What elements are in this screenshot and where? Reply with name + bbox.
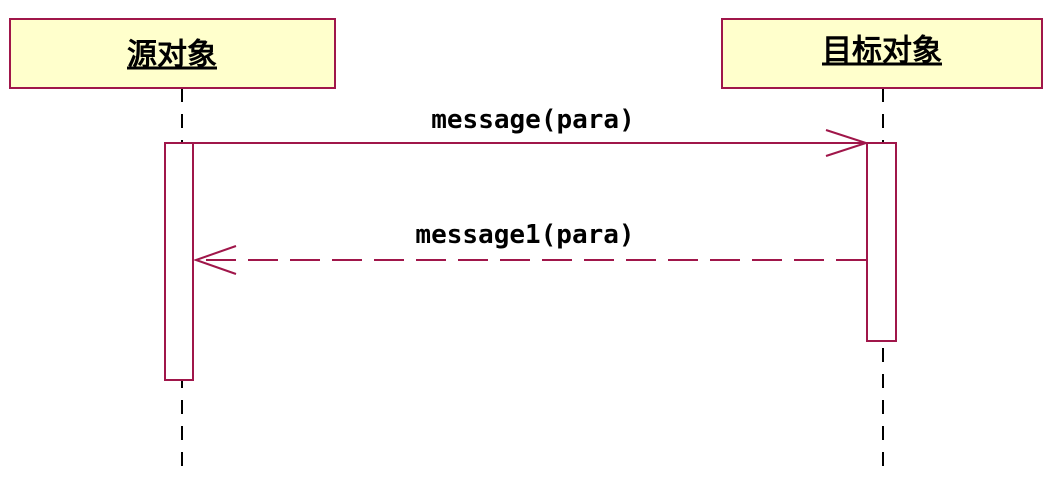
- activation-bar-source: [164, 142, 194, 381]
- object-target[interactable]: 目标对象: [721, 18, 1043, 89]
- object-box-source: [9, 18, 336, 89]
- activation-bar-target: [866, 142, 897, 342]
- object-source[interactable]: 源对象: [9, 18, 336, 89]
- message-call[interactable]: message(para): [193, 105, 870, 157]
- message-return-label: message1(para): [415, 220, 634, 250]
- message-return[interactable]: message1(para): [192, 220, 866, 275]
- object-label-source: 源对象: [127, 38, 217, 73]
- message-call-label: message(para): [431, 105, 635, 135]
- message-return-arrowhead: [192, 245, 237, 275]
- object-label-target: 目标对象: [822, 34, 942, 69]
- object-box-target: [721, 18, 1043, 89]
- message-call-arrowhead: [825, 129, 870, 157]
